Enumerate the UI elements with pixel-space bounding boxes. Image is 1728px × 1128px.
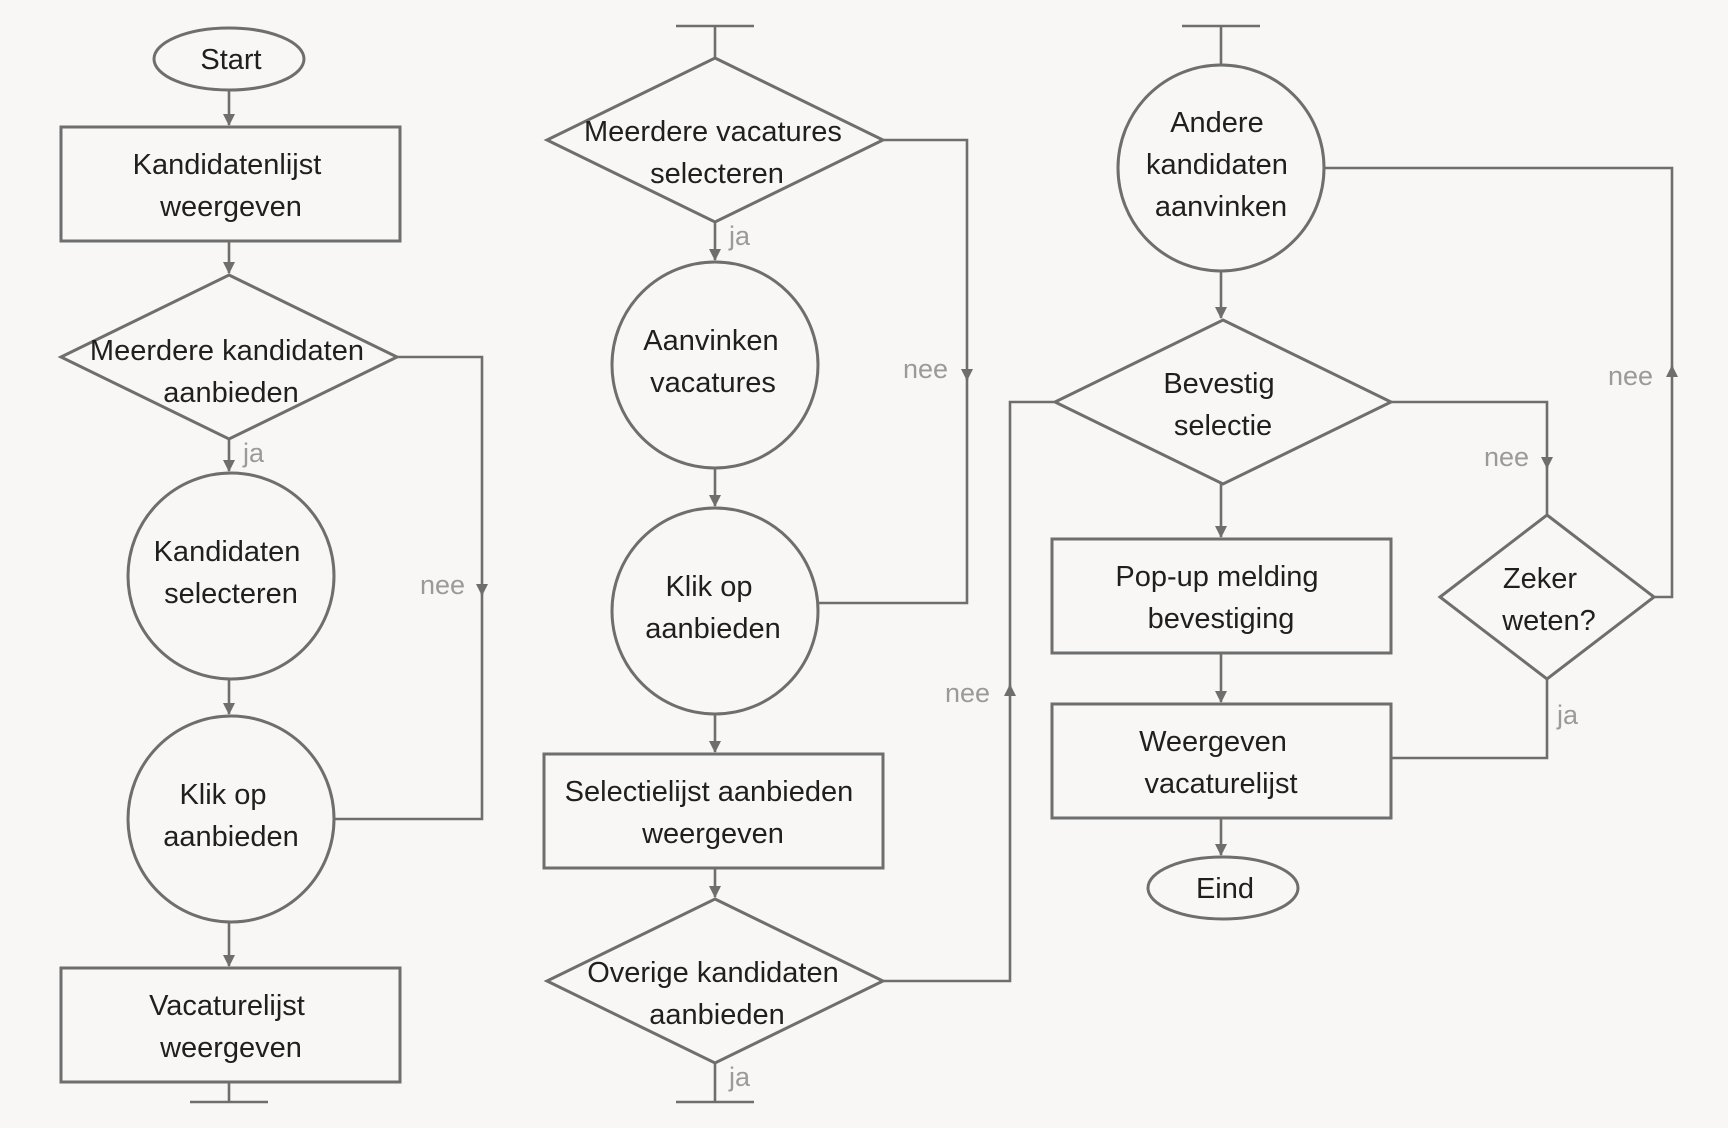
connector-nee-loop-2 [883, 138, 973, 381]
start-label: Start [200, 44, 261, 76]
aanvinken-vacatures-circle [610, 260, 820, 470]
connector-nee-to-bevestig [1008, 400, 1054, 690]
edge-label-nee-2: nee [903, 354, 948, 384]
klik-op-aanbieden-2-label: Klik op aanbieden [645, 571, 780, 645]
selectielijst-box [542, 752, 885, 870]
bevestig-selectie-label: Bevestig selectie [1163, 368, 1282, 442]
kandidaten-selecteren-label: Kandidaten selecteren [154, 536, 309, 610]
vacaturelijst-weergeven-box [59, 966, 402, 1084]
connector-zeker-nee [1654, 365, 1678, 599]
weergeven-vacaturelijst-box [1050, 702, 1393, 820]
connector-nee-to-andere [1324, 166, 1674, 372]
weergeven-vacaturelijst-label: Weergeven vacaturelijst [1139, 726, 1297, 800]
zeker-weten-decision [1437, 513, 1657, 681]
vacaturelijst-weergeven-label: Vacaturelijst weergeven [149, 990, 313, 1064]
connector-overige-nee [883, 684, 1016, 983]
klik-op-aanbieden-2-circle [610, 506, 820, 716]
klik-op-aanbieden-1-circle [126, 714, 336, 924]
edge-label-ja-1: ja [242, 438, 265, 468]
edge-label-ja-2: ja [728, 221, 751, 251]
connector-nee-loop-1 [397, 355, 488, 596]
selectielijst-label: Selectielijst aanbieden weergeven [565, 776, 862, 850]
edge-label-ja-3: ja [728, 1062, 751, 1092]
kandidatenlijst-label: Kandidatenlijst weergeven [133, 149, 330, 223]
popup-melding-box [1050, 537, 1393, 655]
popup-melding-label: Pop-up melding bevestiging [1115, 561, 1326, 635]
eind-terminator [1146, 855, 1300, 921]
zeker-weten-label: Zeker weten? [1501, 563, 1596, 637]
kandidaten-selecteren-circle [126, 471, 336, 681]
connector-bevestig-nee [1391, 400, 1553, 469]
connector-nee-return-2 [818, 376, 969, 605]
bevestig-selectie-decision [1051, 318, 1395, 486]
aanvinken-vacatures-label: Aanvinken vacatures [643, 325, 787, 399]
meerdere-kandidaten-label: Meerdere kandidaten aanbieden [90, 335, 372, 409]
edge-label-nee-5: nee [1608, 361, 1653, 391]
edge-label-nee-1: nee [420, 570, 465, 600]
edge-label-nee-3: nee [945, 678, 990, 708]
edge-label-ja-4: ja [1556, 700, 1579, 730]
overige-kandidaten-label: Overige kandidaten aanbieden [587, 957, 847, 1031]
klik-op-aanbieden-1-label: Klik op aanbieden [163, 779, 298, 853]
meerdere-vacatures-label: Meerdere vacatures selecteren [584, 116, 850, 190]
edge-label-nee-4: nee [1484, 442, 1529, 472]
eind-label: Eind [1196, 873, 1254, 905]
andere-kandidaten-label: Andere kandidaten aanvinken [1146, 107, 1296, 223]
connector-nee-return-1 [334, 590, 484, 821]
connector-zeker-ja [1391, 679, 1549, 760]
kandidatenlijst-box [59, 125, 402, 243]
